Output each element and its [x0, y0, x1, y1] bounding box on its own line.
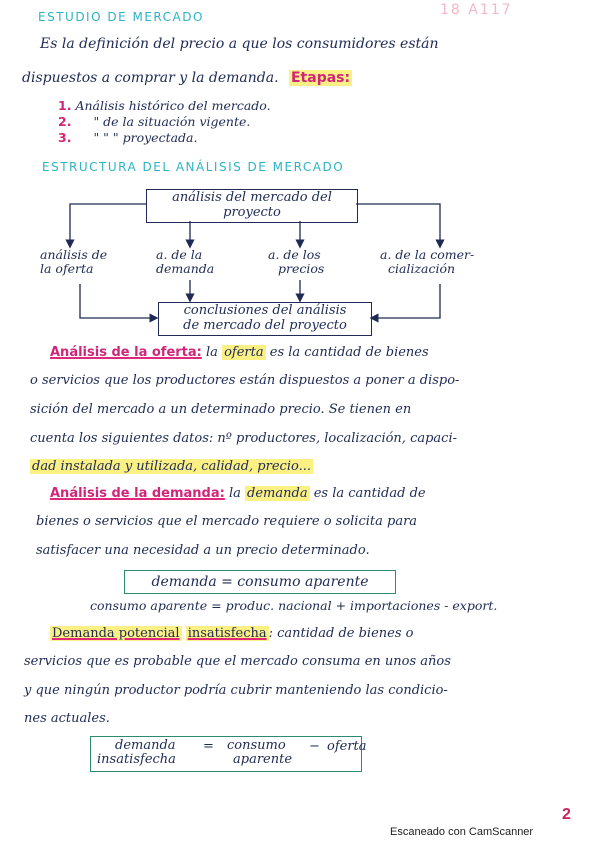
- branch-comercializacion: a. de la comer- cialización: [380, 247, 475, 276]
- demanda-line-1: Análisis de la demanda: la demanda es la…: [50, 486, 426, 501]
- oferta-label: Análisis de la oferta:: [50, 345, 202, 360]
- equation-consumo-aparente: consumo aparente = produc. nacional + im…: [90, 598, 498, 613]
- diagram-top-box: análisis del mercado del proyecto: [146, 189, 358, 223]
- oferta-line-2: o servicios que los productores están di…: [30, 373, 460, 388]
- insatisfecha-label-1: Demanda potencial: [50, 626, 182, 641]
- branch-precios: a. de los precios: [268, 247, 325, 276]
- step-item: 1. Análisis histórico del mercado.: [58, 98, 271, 113]
- intro-line-2: dispuestos a comprar y la demanda. Etapa…: [22, 70, 353, 86]
- step-item: 3. " " " proyectada.: [58, 130, 198, 145]
- eq3-middle: consumo aparente: [227, 738, 293, 767]
- eq3-right: oferta: [327, 739, 367, 754]
- scanner-watermark: Escaneado con CamScanner: [390, 826, 534, 838]
- eq3-left: demanda insatisfecha: [97, 738, 176, 767]
- diagram-top-box-line-1: análisis del mercado del: [172, 190, 332, 205]
- branch-demanda: a. de la demanda: [156, 247, 215, 276]
- oferta-line-5: dad instalada y utilizada, calidad, prec…: [30, 459, 313, 474]
- insatisfecha-line-4: nes actuales.: [24, 711, 110, 726]
- demanda-line-3: satisfacer una necesidad a un precio det…: [36, 543, 370, 558]
- oferta-line-4: cuenta los siguientes datos: nº producto…: [30, 431, 458, 446]
- structure-title: ESTRUCTURA DEL ANÁLISIS DE MERCADO: [42, 160, 345, 174]
- insatisfecha-line-3: y que ningún productor podría cubrir man…: [24, 683, 448, 698]
- equation-demanda: demanda = consumo aparente: [124, 570, 396, 594]
- step-item: 2. " de la situación vigente.: [58, 114, 251, 129]
- etapas-label: Etapas:: [288, 70, 353, 86]
- diagram-bottom-box-line-2: de mercado del proyecto: [183, 318, 347, 333]
- page-number: 2: [562, 806, 571, 823]
- intro-line-1: Es la definición del precio a que los co…: [40, 36, 439, 52]
- demanda-line-2: bienes o servicios que el mercado requie…: [36, 514, 418, 529]
- branch-oferta: análisis de la oferta: [40, 247, 108, 276]
- oferta-line-3: sición del mercado a un determinado prec…: [30, 402, 412, 417]
- eq3-equals: =: [203, 739, 214, 754]
- steps-list: 1. Análisis histórico del mercado. 2. " …: [58, 98, 271, 146]
- insatisfecha-line-1: Demanda potencial insatisfecha: cantidad…: [50, 626, 414, 641]
- equation-insatisfecha: demanda insatisfecha = consumo aparente …: [90, 736, 367, 772]
- oferta-term: oferta: [222, 345, 266, 360]
- oferta-line-1: Análisis de la oferta: la oferta es la c…: [50, 345, 429, 360]
- page-title: ESTUDIO DE MERCADO: [38, 10, 204, 24]
- insatisfecha-line-2: servicios que es probable que el mercado…: [24, 654, 451, 669]
- insatisfecha-label-2: insatisfecha: [185, 626, 269, 641]
- diagram-top-box-line-2: proyecto: [223, 205, 281, 220]
- diagram-bottom-box: conclusiones del análisis de mercado del…: [158, 302, 372, 336]
- intro-line-2-text: dispuestos a comprar y la demanda.: [22, 70, 279, 86]
- demanda-term: demanda: [245, 486, 310, 501]
- eq3-minus: −: [309, 739, 320, 754]
- date-stamp: 18 A117: [440, 2, 513, 18]
- diagram-bottom-box-line-1: conclusiones del análisis: [183, 303, 347, 318]
- demanda-label: Análisis de la demanda:: [50, 486, 225, 501]
